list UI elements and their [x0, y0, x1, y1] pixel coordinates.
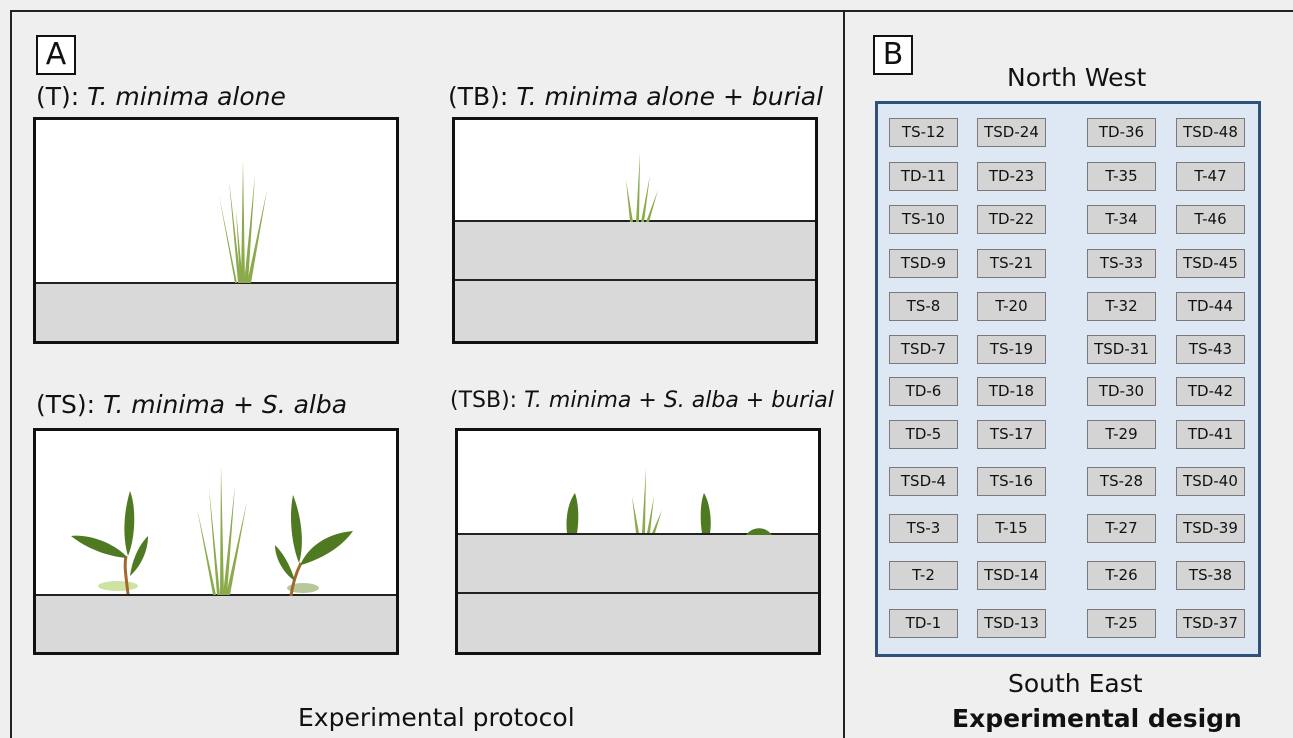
- plot-cell: TD-42: [1176, 377, 1245, 406]
- plot-cell: TS-3: [889, 514, 958, 543]
- caption-t: (T): T. minima alone: [36, 82, 286, 111]
- caption-ts: (TS): T. minima + S. alba: [36, 390, 347, 419]
- plot-cell: TD-36: [1087, 118, 1156, 147]
- plot-cell: T-27: [1087, 514, 1156, 543]
- plot-cell: T-35: [1087, 162, 1156, 191]
- plot-cell: TS-16: [977, 467, 1046, 496]
- plot-cell: TS-12: [889, 118, 958, 147]
- leaf-tip-icon-tsb-edge: [746, 528, 772, 535]
- plot-cell: TS-17: [977, 420, 1046, 449]
- plot-cell: T-2: [889, 561, 958, 590]
- plot-cell: TS-21: [977, 249, 1046, 278]
- box-ts: [33, 428, 399, 655]
- plot-cell: TD-5: [889, 420, 958, 449]
- label-south-east: South East: [1008, 669, 1143, 698]
- label-north-west: North West: [1007, 63, 1147, 92]
- plot-cell: TSD-45: [1176, 249, 1245, 278]
- plot-cell: TD-22: [977, 205, 1046, 234]
- plot-cell: TSD-39: [1176, 514, 1245, 543]
- caption-tsb-text: T. minima + S. alba + burial: [524, 388, 834, 413]
- grass-icon-t: [219, 160, 267, 283]
- footer-experimental-protocol: Experimental protocol: [298, 703, 575, 732]
- burial-layer-tsb: [458, 533, 818, 595]
- plot-cell: TS-8: [889, 292, 958, 321]
- figure-frame: [10, 10, 1293, 738]
- plot-cell: TSD-37: [1176, 609, 1245, 638]
- burial-layer-tb: [455, 220, 815, 282]
- plot-cell: TSD-4: [889, 467, 958, 496]
- caption-tb-code: (TB):: [448, 82, 509, 111]
- caption-tb-text: T. minima alone + burial: [516, 82, 824, 111]
- caption-t-text: T. minima alone: [87, 82, 286, 111]
- caption-ts-code: (TS):: [36, 390, 96, 419]
- plot-cell: TS-38: [1176, 561, 1245, 590]
- caption-ts-text: T. minima + S. alba: [103, 390, 348, 419]
- plot-cell: T-32: [1087, 292, 1156, 321]
- panel-divider: [843, 10, 845, 738]
- box-tsb: [455, 428, 821, 655]
- seedling-icon-ts-left: [71, 491, 148, 595]
- leaf-tip-icon-tsb-left: [566, 493, 579, 533]
- plot-cell: T-26: [1087, 561, 1156, 590]
- box-tb: [452, 117, 818, 344]
- plot-cell: TSD-14: [977, 561, 1046, 590]
- grass-icon-tb: [626, 152, 658, 222]
- plot-cell: TD-30: [1087, 377, 1156, 406]
- plot-cell: T-20: [977, 292, 1046, 321]
- leaf-tip-icon-tsb-right: [700, 493, 711, 533]
- plot-cell: TS-10: [889, 205, 958, 234]
- seedling-icon-ts-right: [275, 495, 353, 597]
- plot-cell: TSD-48: [1176, 118, 1245, 147]
- plot-cell: TSD-13: [977, 609, 1046, 638]
- plot-cell: TD-6: [889, 377, 958, 406]
- soil-tb: [455, 279, 815, 341]
- footer-experimental-design: Experimental design: [952, 704, 1242, 733]
- box-t: [33, 117, 399, 344]
- plot-cell: T-34: [1087, 205, 1156, 234]
- caption-tsb-code: (TSB):: [450, 388, 518, 413]
- grass-icon-tsb: [632, 468, 662, 533]
- plot-cell: TSD-9: [889, 249, 958, 278]
- plot-cell: T-15: [977, 514, 1046, 543]
- soil-tsb: [458, 592, 818, 652]
- caption-tsb: (TSB): T. minima + S. alba + burial: [450, 388, 834, 413]
- plot-cell: TD-23: [977, 162, 1046, 191]
- soil-t: [36, 282, 396, 341]
- plot-cell: TD-41: [1176, 420, 1245, 449]
- plot-cell: TS-43: [1176, 335, 1245, 364]
- plot-cell: TS-33: [1087, 249, 1156, 278]
- plot-cell: TSD-24: [977, 118, 1046, 147]
- plot-cell: TD-1: [889, 609, 958, 638]
- panel-b-letter: B: [873, 35, 913, 75]
- plot-cell: T-46: [1176, 205, 1245, 234]
- plot-cell: TSD-40: [1176, 467, 1245, 496]
- plot-cell: T-29: [1087, 420, 1156, 449]
- soil-ts: [36, 594, 396, 652]
- plot-cell: TS-19: [977, 335, 1046, 364]
- plot-cell: TSD-7: [889, 335, 958, 364]
- plot-cell: TD-44: [1176, 292, 1245, 321]
- plot-cell: T-47: [1176, 162, 1245, 191]
- panel-a-letter: A: [36, 35, 76, 75]
- grass-icon-ts: [197, 465, 247, 595]
- plot-cell: T-25: [1087, 609, 1156, 638]
- caption-t-code: (T):: [36, 82, 80, 111]
- plot-cell: TS-28: [1087, 467, 1156, 496]
- plot-cell: TD-18: [977, 377, 1046, 406]
- caption-tb: (TB): T. minima alone + burial: [448, 82, 823, 111]
- plot-cell: TSD-31: [1087, 335, 1156, 364]
- plot-cell: TD-11: [889, 162, 958, 191]
